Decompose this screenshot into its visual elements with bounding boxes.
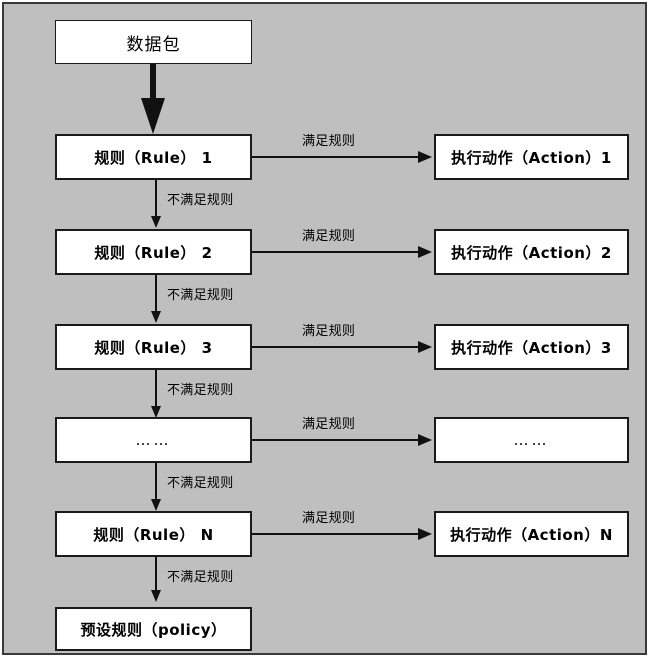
edge-label-match-2: 满足规则: [302, 229, 356, 244]
edge-label-nomatch-n: 不满足规则: [167, 570, 234, 585]
node-rule-n: 规则（Rule） N: [55, 511, 252, 557]
arrow-rule1-to-rule2-head: [151, 216, 161, 228]
node-action-3-label: 执行动作（Action）3: [451, 338, 612, 357]
arrow-rule1-to-rule2-shaft: [155, 180, 157, 220]
node-rule-3: 规则（Rule） 3: [55, 324, 252, 370]
edge-label-nomatch-2: 不满足规则: [167, 288, 234, 303]
node-rule-1-label: 规则（Rule） 1: [94, 148, 213, 167]
node-action-1-label: 执行动作（Action）1: [451, 148, 612, 167]
node-action-ellipsis: ……: [434, 417, 629, 463]
node-action-n: 执行动作（Action）N: [434, 511, 629, 557]
node-rule-1: 规则（Rule） 1: [55, 134, 252, 180]
arrow-rule2-to-rule3-shaft: [155, 275, 157, 315]
arrow-rule3-to-action3-head: [418, 341, 432, 353]
arrow-rule3-to-action3-shaft: [252, 346, 422, 348]
node-action-2: 执行动作（Action）2: [434, 229, 629, 275]
arrow-packet-to-rule1-shaft: [150, 64, 156, 102]
arrow-ruleN-to-policy-shaft: [155, 557, 157, 594]
edge-label-match-3: 满足规则: [302, 324, 356, 339]
arrow-packet-to-rule1-head: [141, 98, 165, 134]
arrow-rule1-to-action1-head: [418, 151, 432, 163]
node-rule-2: 规则（Rule） 2: [55, 229, 252, 275]
node-input-packet: 数据包: [55, 20, 252, 64]
arrow-rule3-to-ellipsis-head: [151, 406, 161, 418]
edge-label-match-ellipsis: 满足规则: [302, 417, 356, 432]
arrow-ellipsis-to-ruleN-head: [151, 499, 161, 511]
node-rule-ellipsis-label: ……: [135, 431, 172, 449]
node-default-policy-label: 预设规则（policy）: [80, 620, 227, 639]
node-action-2-label: 执行动作（Action）2: [451, 243, 612, 262]
edge-label-nomatch-ellipsis: 不满足规则: [167, 476, 234, 491]
node-action-n-label: 执行动作（Action）N: [450, 525, 613, 544]
edge-label-match-n: 满足规则: [302, 511, 356, 526]
node-action-1: 执行动作（Action）1: [434, 134, 629, 180]
diagram-board: 数据包 规则（Rule） 1 执行动作（Action）1 满足规则 不满足规则 …: [2, 2, 647, 655]
arrow-ruleN-to-actionN-shaft: [252, 533, 422, 535]
node-rule-2-label: 规则（Rule） 2: [94, 243, 213, 262]
arrow-ellipsis-to-action-shaft: [252, 439, 422, 441]
arrow-rule3-to-ellipsis-shaft: [155, 370, 157, 410]
node-action-ellipsis-label: ……: [513, 431, 550, 449]
edge-label-nomatch-3: 不满足规则: [167, 383, 234, 398]
arrow-ruleN-to-policy-head: [151, 590, 161, 602]
node-action-3: 执行动作（Action）3: [434, 324, 629, 370]
edge-label-nomatch-1: 不满足规则: [167, 193, 234, 208]
node-rule-3-label: 规则（Rule） 3: [94, 338, 213, 357]
arrow-rule2-to-rule3-head: [151, 311, 161, 323]
node-rule-n-label: 规则（Rule） N: [93, 525, 214, 544]
arrow-rule2-to-action2-head: [418, 246, 432, 258]
arrow-ruleN-to-actionN-head: [418, 528, 432, 540]
node-rule-ellipsis: ……: [55, 417, 252, 463]
arrow-ellipsis-to-action-head: [418, 434, 432, 446]
node-input-packet-label: 数据包: [126, 34, 181, 55]
arrow-rule2-to-action2-shaft: [252, 251, 422, 253]
edge-label-match-1: 满足规则: [302, 134, 356, 149]
node-default-policy: 预设规则（policy）: [55, 607, 252, 651]
arrow-ellipsis-to-ruleN-shaft: [155, 463, 157, 503]
arrow-rule1-to-action1-shaft: [252, 156, 422, 158]
